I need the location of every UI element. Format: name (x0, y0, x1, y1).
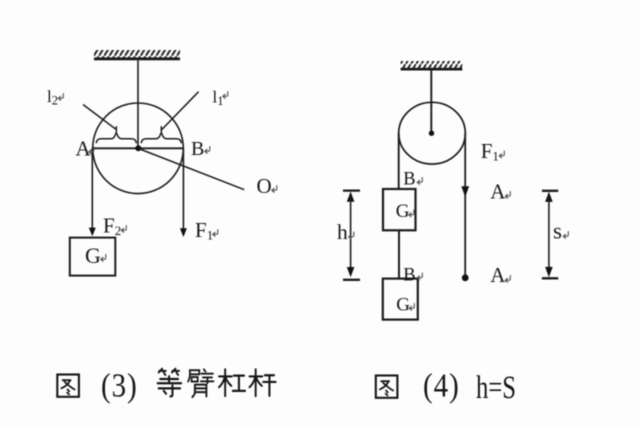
svg-text:A: A (76, 136, 92, 160)
svg-text:B: B (403, 170, 415, 190)
svg-text:A: A (490, 180, 506, 204)
svg-text:(3): (3) (101, 367, 138, 404)
svg-text:G: G (396, 295, 410, 316)
svg-text:B: B (403, 266, 415, 286)
svg-text:O: O (257, 174, 272, 198)
svg-text:(4): (4) (423, 367, 460, 404)
svg-text:G: G (396, 201, 410, 222)
svg-text:l2: l2 (47, 87, 58, 108)
svg-text:G: G (85, 243, 101, 268)
svg-text:h=S: h=S (476, 368, 516, 405)
svg-text:B: B (191, 138, 204, 160)
svg-text:A: A (490, 263, 506, 287)
svg-text:s: s (553, 218, 562, 243)
svg-text:h: h (337, 220, 348, 244)
svg-text:l1: l1 (213, 88, 224, 109)
